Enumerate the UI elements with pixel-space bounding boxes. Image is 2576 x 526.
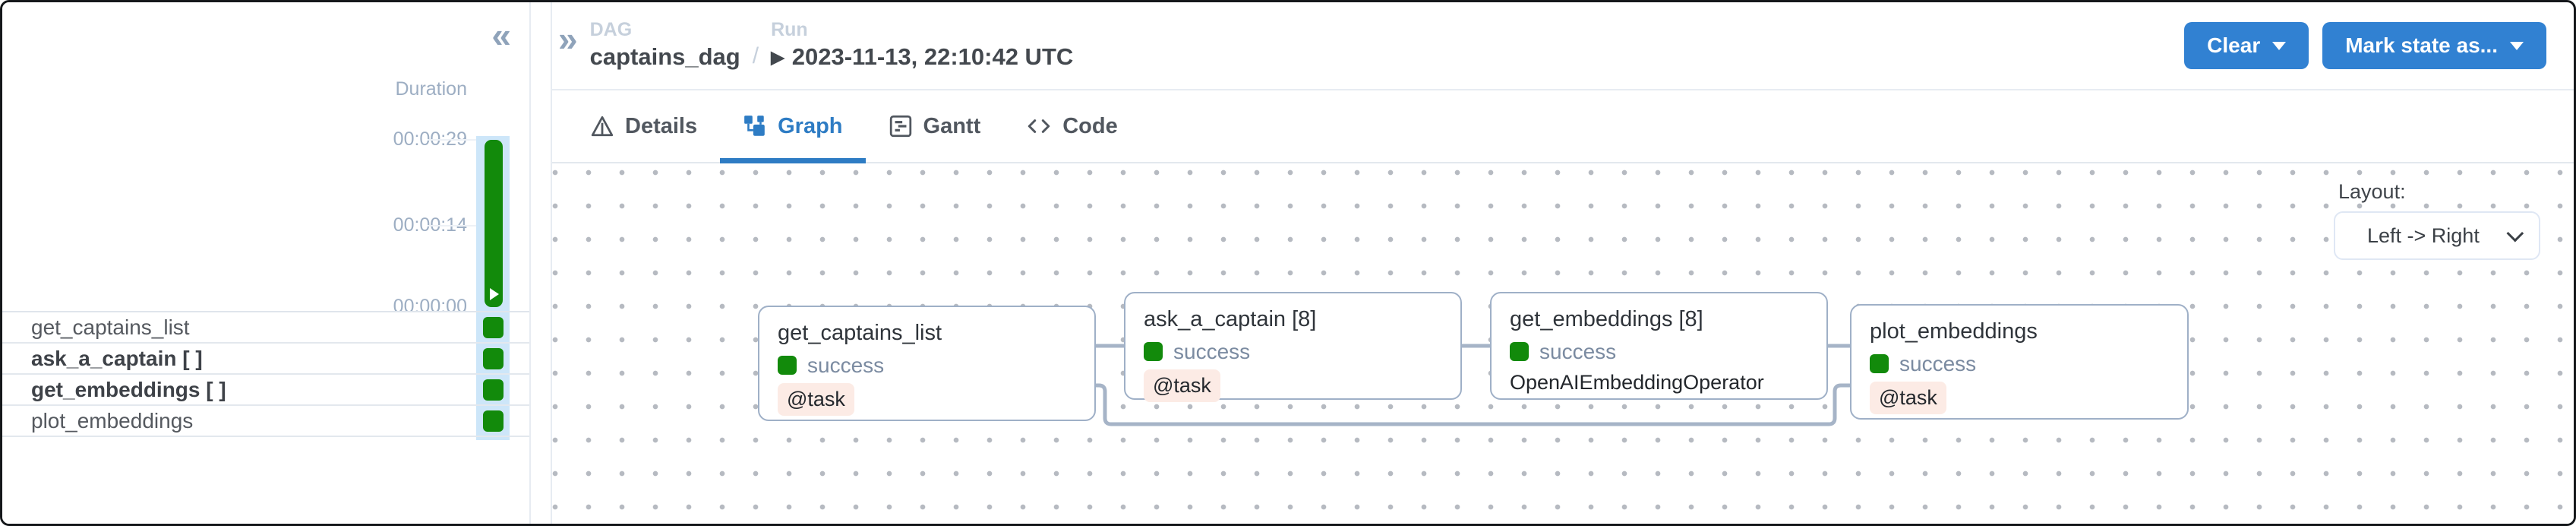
node-status: success: [1870, 352, 2169, 376]
dag-name-link[interactable]: captains_dag: [589, 43, 740, 70]
grid-sidebar: « Duration 00:00:29 00:00:14 00:00:00 ge…: [2, 2, 529, 524]
view-tabs: Details Graph Gantt: [552, 90, 2574, 163]
graph-node-get-captains-list[interactable]: get_captains_list success @task: [758, 306, 1096, 421]
run-header: » DAG captains_dag / Run ▶ 2023-11-13, 2…: [552, 2, 2574, 90]
task-name: ask_a_captain [ ]: [31, 346, 203, 370]
tab-label: Code: [1062, 113, 1118, 138]
status-text: success: [807, 353, 885, 377]
task-name: plot_embeddings: [31, 408, 194, 433]
gantt-icon: [889, 115, 911, 138]
dropdown-caret-icon: [2510, 41, 2524, 50]
task-name: get_embeddings [ ]: [31, 377, 226, 401]
operator-name: OpenAIEmbeddingOperator: [1510, 370, 1764, 394]
node-title: get_captains_list: [778, 321, 942, 345]
node-status: success: [1144, 340, 1442, 364]
dag-label: DAG: [589, 19, 633, 41]
chevron-down-icon: [2506, 224, 2524, 242]
operator-badge: @task: [1870, 381, 1946, 414]
node-status: success: [1510, 340, 1808, 364]
operator-badge: @task: [1144, 369, 1220, 402]
details-icon: [591, 116, 614, 137]
breadcrumb-separator: /: [752, 43, 759, 68]
graph-node-get-embeddings[interactable]: get_embeddings [8] success OpenAIEmbeddi…: [1490, 292, 1828, 400]
status-text: success: [1899, 351, 1977, 375]
task-instance-success-square[interactable]: [483, 348, 504, 369]
task-row-get-embeddings[interactable]: get_embeddings [ ]: [2, 375, 529, 406]
task-instance-success-square[interactable]: [483, 410, 504, 432]
task-instance-success-square[interactable]: [483, 379, 504, 401]
task-row-get-captains-list[interactable]: get_captains_list: [2, 312, 529, 344]
node-title: ask_a_captain [8]: [1144, 307, 1317, 331]
mark-state-button-label: Mark state as...: [2345, 33, 2498, 57]
task-row-plot-embeddings[interactable]: plot_embeddings: [2, 406, 529, 437]
success-status-icon: [778, 356, 797, 375]
status-text: success: [1539, 339, 1617, 363]
task-row-ask-a-captain[interactable]: ask_a_captain [ ]: [2, 344, 529, 375]
success-status-icon: [1510, 342, 1529, 362]
clear-button[interactable]: Clear: [2184, 22, 2309, 69]
layout-direction-select[interactable]: Left -> Right: [2334, 211, 2540, 260]
node-title: get_embeddings [8]: [1510, 307, 1703, 331]
task-name: get_captains_list: [31, 315, 190, 339]
layout-control: Layout: Left -> Right: [2334, 180, 2540, 260]
task-instance-success-square[interactable]: [483, 317, 504, 338]
mark-state-as-button[interactable]: Mark state as...: [2322, 22, 2546, 69]
code-icon: [1028, 119, 1050, 133]
run-timestamp-link[interactable]: ▶ 2023-11-13, 22:10:42 UTC: [771, 43, 1073, 72]
status-text: success: [1173, 339, 1251, 363]
layout-label: Layout:: [2338, 180, 2406, 203]
collapse-sidebar-icon[interactable]: «: [491, 15, 511, 55]
breadcrumb-dag: DAG captains_dag: [590, 19, 740, 72]
tab-label: Details: [625, 113, 698, 138]
task-list: get_captains_list ask_a_captain [ ] get_…: [2, 312, 529, 437]
graph-node-ask-a-captain[interactable]: ask_a_captain [8] success @task: [1124, 292, 1462, 402]
duration-axis-title: Duration: [395, 78, 468, 100]
tab-graph[interactable]: Graph: [720, 90, 866, 163]
run-timestamp: 2023-11-13, 22:10:42 UTC: [791, 43, 1074, 70]
graph-canvas[interactable]: get_captains_list success @task ask_a_ca…: [552, 163, 2574, 524]
success-status-icon: [1870, 354, 1889, 374]
clear-button-label: Clear: [2207, 33, 2261, 57]
dropdown-caret-icon: [2272, 41, 2287, 50]
panel-resize-gutter[interactable]: [529, 2, 552, 524]
tab-details[interactable]: Details: [567, 90, 720, 162]
run-label: Run: [771, 19, 808, 41]
tab-label: Graph: [778, 113, 843, 138]
tab-label: Gantt: [923, 113, 981, 138]
operator-badge: @task: [778, 382, 854, 416]
tab-gantt[interactable]: Gantt: [866, 90, 1004, 162]
graph-icon: [744, 116, 765, 136]
tab-code[interactable]: Code: [1003, 90, 1141, 162]
run-actions: Clear Mark state as...: [2184, 22, 2546, 69]
duration-tick: 00:00:00: [393, 296, 467, 317]
axis-gridline: [428, 225, 510, 227]
node-title: plot_embeddings: [1870, 319, 2038, 344]
breadcrumb-run: Run ▶ 2023-11-13, 22:10:42 UTC: [771, 19, 1073, 72]
graph-node-plot-embeddings[interactable]: plot_embeddings success @task: [1850, 304, 2189, 420]
expand-panel-icon[interactable]: »: [558, 19, 578, 59]
layout-selected-value: Left -> Right: [2367, 223, 2480, 247]
main-panel: » DAG captains_dag / Run ▶ 2023-11-13, 2…: [552, 2, 2574, 524]
breadcrumb: DAG captains_dag / Run ▶ 2023-11-13, 22:…: [590, 19, 1074, 72]
dag-run-duration-bar[interactable]: [485, 140, 503, 307]
node-status: success: [778, 353, 1076, 378]
axis-gridline: [428, 139, 510, 141]
success-status-icon: [1144, 342, 1163, 362]
manual-run-play-icon: [490, 288, 499, 300]
play-icon: ▶: [771, 47, 784, 67]
axis-baseline: [2, 311, 529, 312]
